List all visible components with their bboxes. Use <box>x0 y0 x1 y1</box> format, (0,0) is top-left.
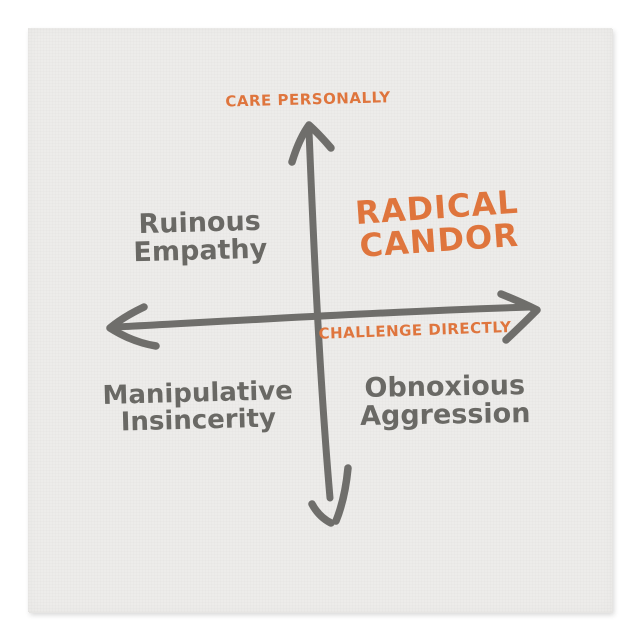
down-arrowhead-icon <box>308 464 352 527</box>
right-arrowhead-icon <box>497 290 541 344</box>
quadrant-bottom-right-obnoxious-aggression: Obnoxious Aggression <box>359 370 531 432</box>
obnoxious-aggression-line2: Aggression <box>359 397 531 432</box>
up-arrowhead-icon <box>288 121 335 166</box>
quadrant-bottom-left-manipulative-insincerity: Manipulative Insincerity <box>102 376 294 438</box>
vertical-axis-line <box>305 127 334 502</box>
quadrant-top-right-radical-candor: RADICAL CANDOR <box>354 183 522 265</box>
manipulative-insincerity-line2: Insincerity <box>120 402 277 438</box>
horizontal-axis-line <box>113 303 535 331</box>
quadrant-top-left-ruinous-empathy: Ruinous Empathy <box>132 206 268 268</box>
ruinous-empathy-line2: Empathy <box>133 233 268 268</box>
left-arrowhead-icon <box>106 303 160 350</box>
